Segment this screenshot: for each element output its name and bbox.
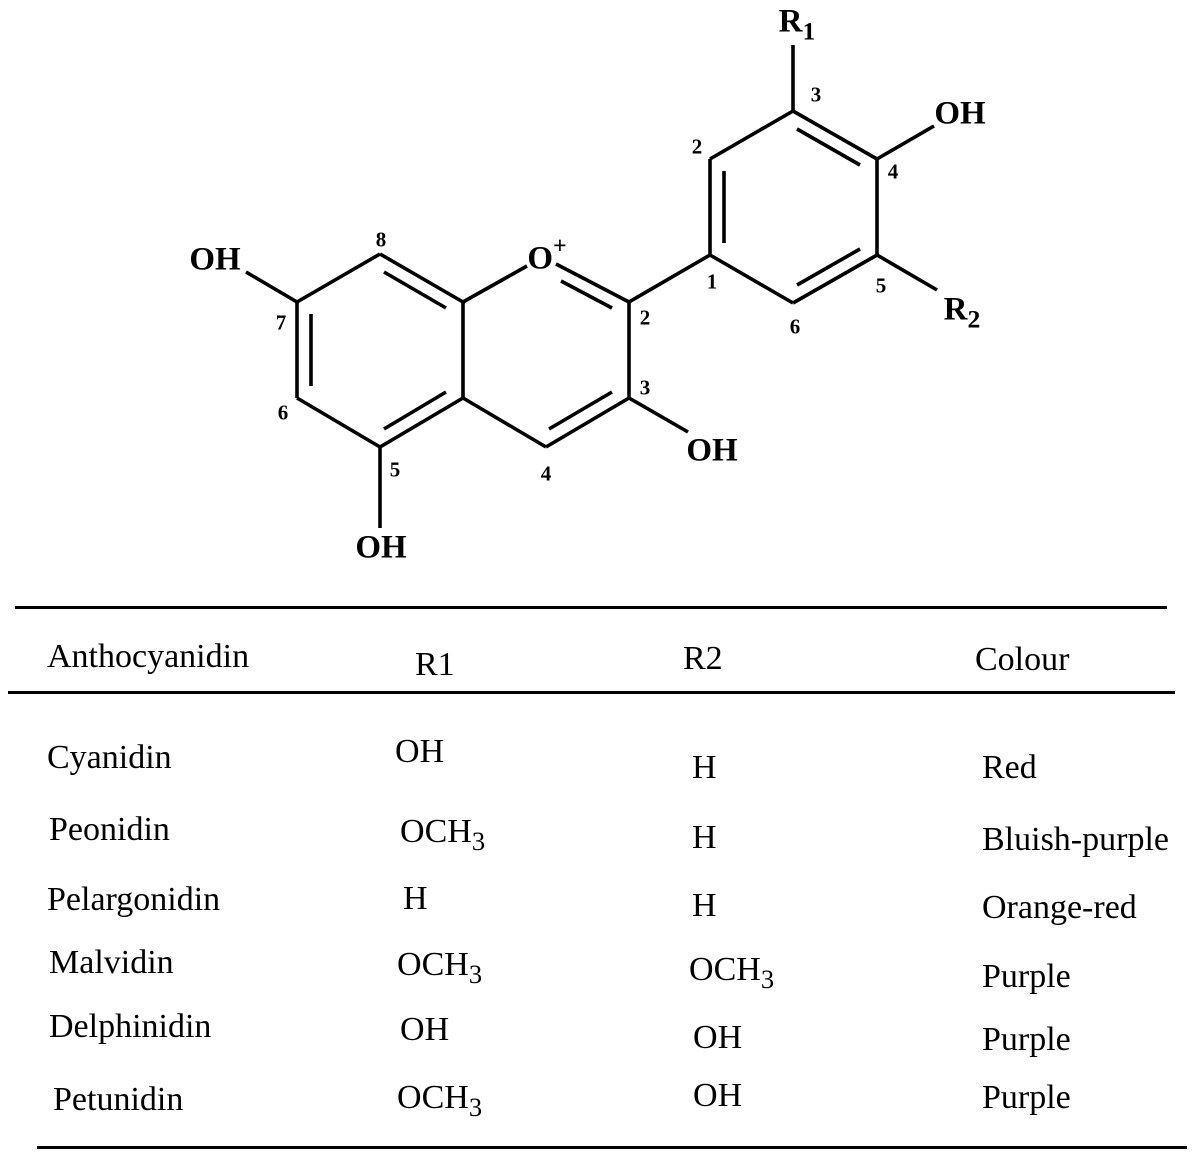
bond-c8-c8a xyxy=(379,252,464,304)
table-cell-colour: Orange-red xyxy=(982,889,1137,926)
bond-c5-c4a xyxy=(379,396,464,449)
table-cell-anthocyanidin: Pelargonidin xyxy=(47,881,221,918)
table-header-rule xyxy=(8,691,1175,694)
locant-c6: 6 xyxy=(277,400,289,425)
table-cell-anthocyanidin: Petunidin xyxy=(53,1081,184,1118)
bond-c5-c4a-inner xyxy=(383,390,447,431)
bond-c3-c4-inner xyxy=(548,390,613,431)
r2-label: R2 xyxy=(943,291,981,334)
table-cell-r1: OCH3 xyxy=(400,813,486,857)
bond-c5p-c6p xyxy=(792,253,878,305)
anthocyanidin-structure xyxy=(245,45,938,528)
locant-c2: 2 xyxy=(639,305,651,330)
table-cell-anthocyanidin: Malvidin xyxy=(49,944,174,981)
table-cell-r1: OH xyxy=(395,733,445,770)
locant-c7: 7 xyxy=(275,310,287,335)
hydroxyl-label-c7: OH xyxy=(189,241,241,278)
bond-c4p-oh xyxy=(876,124,935,161)
ring-oxygen-label: O+ xyxy=(527,233,567,277)
table-cell-r2: OH xyxy=(693,1019,743,1056)
table-header-r1: R1 xyxy=(415,646,455,683)
table-cell-r2: H xyxy=(692,819,717,856)
bond-c6-c5 xyxy=(296,396,381,449)
bond-c2p-c3p xyxy=(709,109,794,161)
table-cell-r1: OH xyxy=(400,1011,450,1048)
table-cell-anthocyanidin: Delphinidin xyxy=(49,1008,212,1045)
table-cell-colour: Purple xyxy=(982,1021,1071,1058)
table-cell-colour: Red xyxy=(982,749,1037,786)
locant-c3p: 3 xyxy=(810,82,822,107)
table-cell-anthocyanidin: Cyanidin xyxy=(47,739,172,776)
locant-c2p: 2 xyxy=(691,134,703,159)
bond-c4-c4a xyxy=(462,396,547,449)
bond-c3p-c4p xyxy=(792,109,878,161)
table-cell-r1: OCH3 xyxy=(397,946,483,990)
bond-c8-c8a-inner xyxy=(383,270,447,310)
table-cell-r2: OH xyxy=(693,1077,743,1114)
bond-c3p-c4p-inner xyxy=(796,127,861,167)
table-header-r2: R2 xyxy=(683,640,723,677)
hydroxyl-label-c5: OH xyxy=(355,529,407,566)
table-header-colour: Colour xyxy=(975,641,1070,678)
locant-c5: 5 xyxy=(389,457,401,482)
bond-c3-c4 xyxy=(545,396,630,449)
table-bottom-rule xyxy=(37,1146,1187,1149)
locant-c1p: 1 xyxy=(706,269,718,294)
table-cell-r2: OCH3 xyxy=(689,951,775,995)
locant-c4: 4 xyxy=(540,461,552,486)
bond-o1-c2-inner xyxy=(560,279,613,310)
table-cell-colour: Purple xyxy=(982,1079,1071,1116)
table-cell-anthocyanidin: Peonidin xyxy=(49,811,170,848)
bond-c8a-o1 xyxy=(462,264,528,304)
locant-c3: 3 xyxy=(639,375,651,400)
bond-c3-oh xyxy=(628,396,689,434)
bond-o1-c2 xyxy=(555,262,630,304)
bond-c6p-c1p xyxy=(709,253,794,305)
bond-c5p-r2 xyxy=(876,253,938,292)
table-cell-r1: OCH3 xyxy=(397,1079,483,1123)
table-cell-r2: H xyxy=(692,749,717,786)
r1-label: R1 xyxy=(778,3,816,46)
table-top-rule xyxy=(15,606,1167,609)
hydroxyl-label-c4p: OH xyxy=(934,95,986,132)
table-cell-colour: Bluish-purple xyxy=(982,821,1169,858)
bond-c5p-c6p-inner xyxy=(796,247,861,287)
bond-c2-c1p xyxy=(628,253,711,304)
table-cell-r2: H xyxy=(692,887,717,924)
bond-c7-oh xyxy=(245,270,298,304)
locant-c8: 8 xyxy=(375,227,387,252)
table-header-anthocyanidin: Anthocyanidin xyxy=(47,638,250,675)
table-cell-r1: H xyxy=(403,880,428,917)
table-cell-colour: Purple xyxy=(982,958,1071,995)
hydroxyl-label-c3: OH xyxy=(686,432,738,469)
locant-c6p: 6 xyxy=(789,314,801,339)
locant-c5p: 5 xyxy=(875,273,887,298)
locant-c4p: 4 xyxy=(887,159,899,184)
bond-c7-c8 xyxy=(296,252,381,304)
